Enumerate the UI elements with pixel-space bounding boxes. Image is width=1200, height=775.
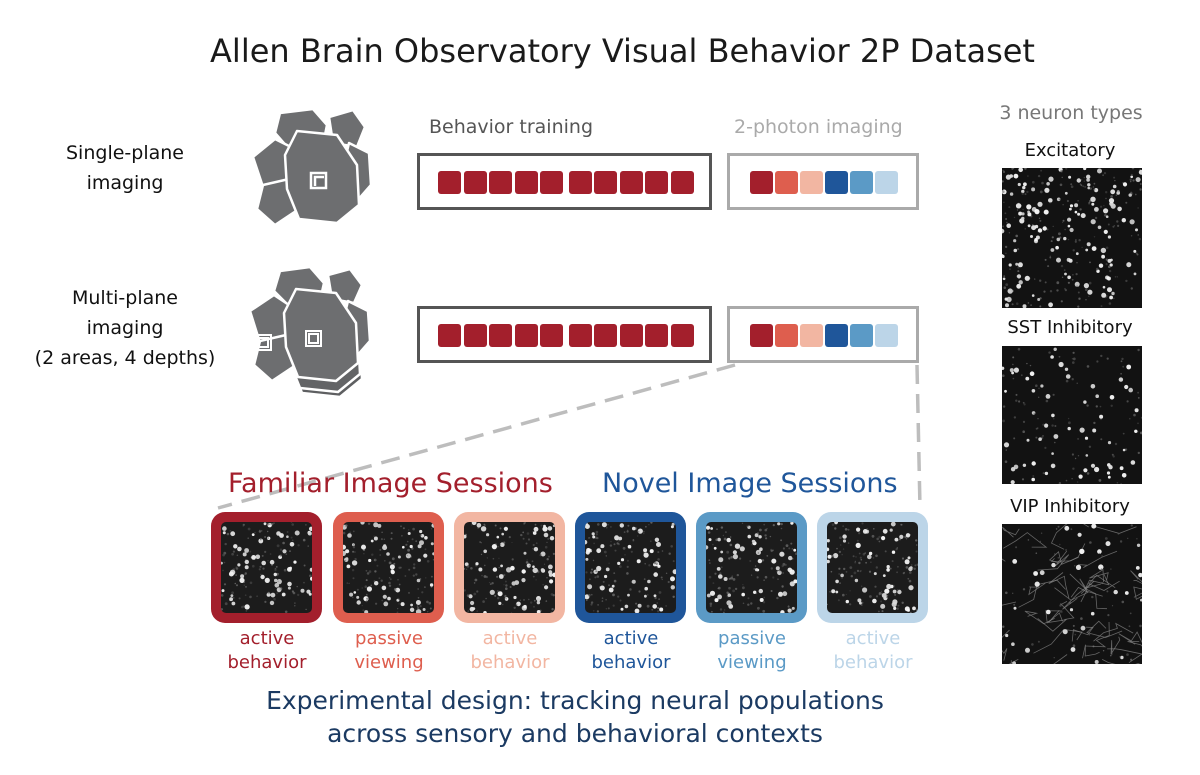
behavior-training-panel-row2 [417,306,712,363]
session-label-line2: behavior [591,652,671,673]
session-label-line1: active [239,628,295,649]
session-label: passive viewing [687,627,817,675]
row-label-line2: imaging [86,172,164,194]
session-square [540,324,563,347]
session-image [464,522,555,613]
session-square [568,324,592,347]
neuron-type-label: SST Inhibitory [1007,317,1133,338]
neuron-types-header: 3 neuron types [999,102,1143,124]
imaging-panel-row2 [727,306,919,363]
session-tile [211,512,322,623]
imaging-panel-row1 [727,153,919,210]
session-image [221,522,312,613]
session-label: active behavior [445,627,575,675]
vip-inhibitory-image [1002,524,1142,664]
brain-single-plane-icon [245,105,375,235]
session-image [343,522,434,613]
session-square [850,324,873,347]
session-label-line1: active [603,628,659,649]
caption-line1: Experimental design: tracking neural pop… [266,686,884,715]
session-image [827,522,918,613]
session-square [540,171,563,194]
session-label-line1: passive [355,628,423,649]
row-label-multi-plane: Multi-plane imaging (2 areas, 4 depths) [20,283,230,373]
session-square [825,324,848,347]
session-square [619,324,643,347]
session-label-line1: active [482,628,538,649]
session-square [850,171,873,194]
sst-inhibitory-image [1002,346,1142,484]
session-label: active behavior [202,627,332,675]
session-square [514,324,538,347]
session-tile [575,512,686,623]
session-square [463,171,487,194]
neuron-type-label: Excitatory [1024,140,1116,161]
session-square [875,171,898,194]
session-tile [696,512,807,623]
row-label-line3: (2 areas, 4 depths) [34,347,216,369]
session-label-line2: viewing [354,652,424,673]
session-square [489,324,512,347]
neuron-type-label: VIP Inhibitory [1010,496,1130,517]
row-label-line1: Multi-plane [71,287,178,309]
session-square [825,171,848,194]
familiar-sessions-title: Familiar Image Sessions [228,468,553,499]
brain-multi-plane-icon [240,265,380,400]
session-label-line1: passive [718,628,786,649]
session-label: active behavior [808,627,938,675]
session-square [875,324,898,347]
session-square [750,171,773,194]
session-square [750,324,773,347]
session-label-line2: viewing [717,652,787,673]
session-square [800,324,823,347]
session-square [438,171,461,194]
session-square [619,171,643,194]
caption: Experimental design: tracking neural pop… [170,684,980,750]
session-square [800,171,823,194]
session-label-line2: behavior [227,652,307,673]
page-title: Allen Brain Observatory Visual Behavior … [210,32,1035,70]
behavior-training-panel-row1 [417,153,712,210]
session-square [775,324,798,347]
session-tile [454,512,565,623]
session-square [594,171,617,194]
row-label-single-plane: Single-plane imaging [40,138,210,198]
novel-sessions-title: Novel Image Sessions [602,468,898,499]
session-square [645,324,668,347]
two-photon-imaging-label: 2-photon imaging [734,116,903,138]
session-square [489,171,512,194]
session-square [514,171,538,194]
session-image [706,522,797,613]
session-square [670,324,694,347]
session-square [775,171,798,194]
session-label: active behavior [566,627,696,675]
session-tile [333,512,444,623]
session-label-line2: behavior [470,652,550,673]
session-square [645,171,668,194]
excitatory-image [1002,168,1142,308]
session-tile [817,512,928,623]
caption-line2: across sensory and behavioral contexts [327,719,823,748]
session-image [585,522,676,613]
row-label-line1: Single-plane [66,142,184,164]
session-square [438,324,461,347]
session-square [594,324,617,347]
row-label-line2: imaging [86,317,164,339]
session-square [463,324,487,347]
session-label-line1: active [845,628,901,649]
session-label-line2: behavior [833,652,913,673]
session-square [670,171,694,194]
behavior-training-label: Behavior training [429,116,594,138]
session-square [568,171,592,194]
session-label: passive viewing [324,627,454,675]
